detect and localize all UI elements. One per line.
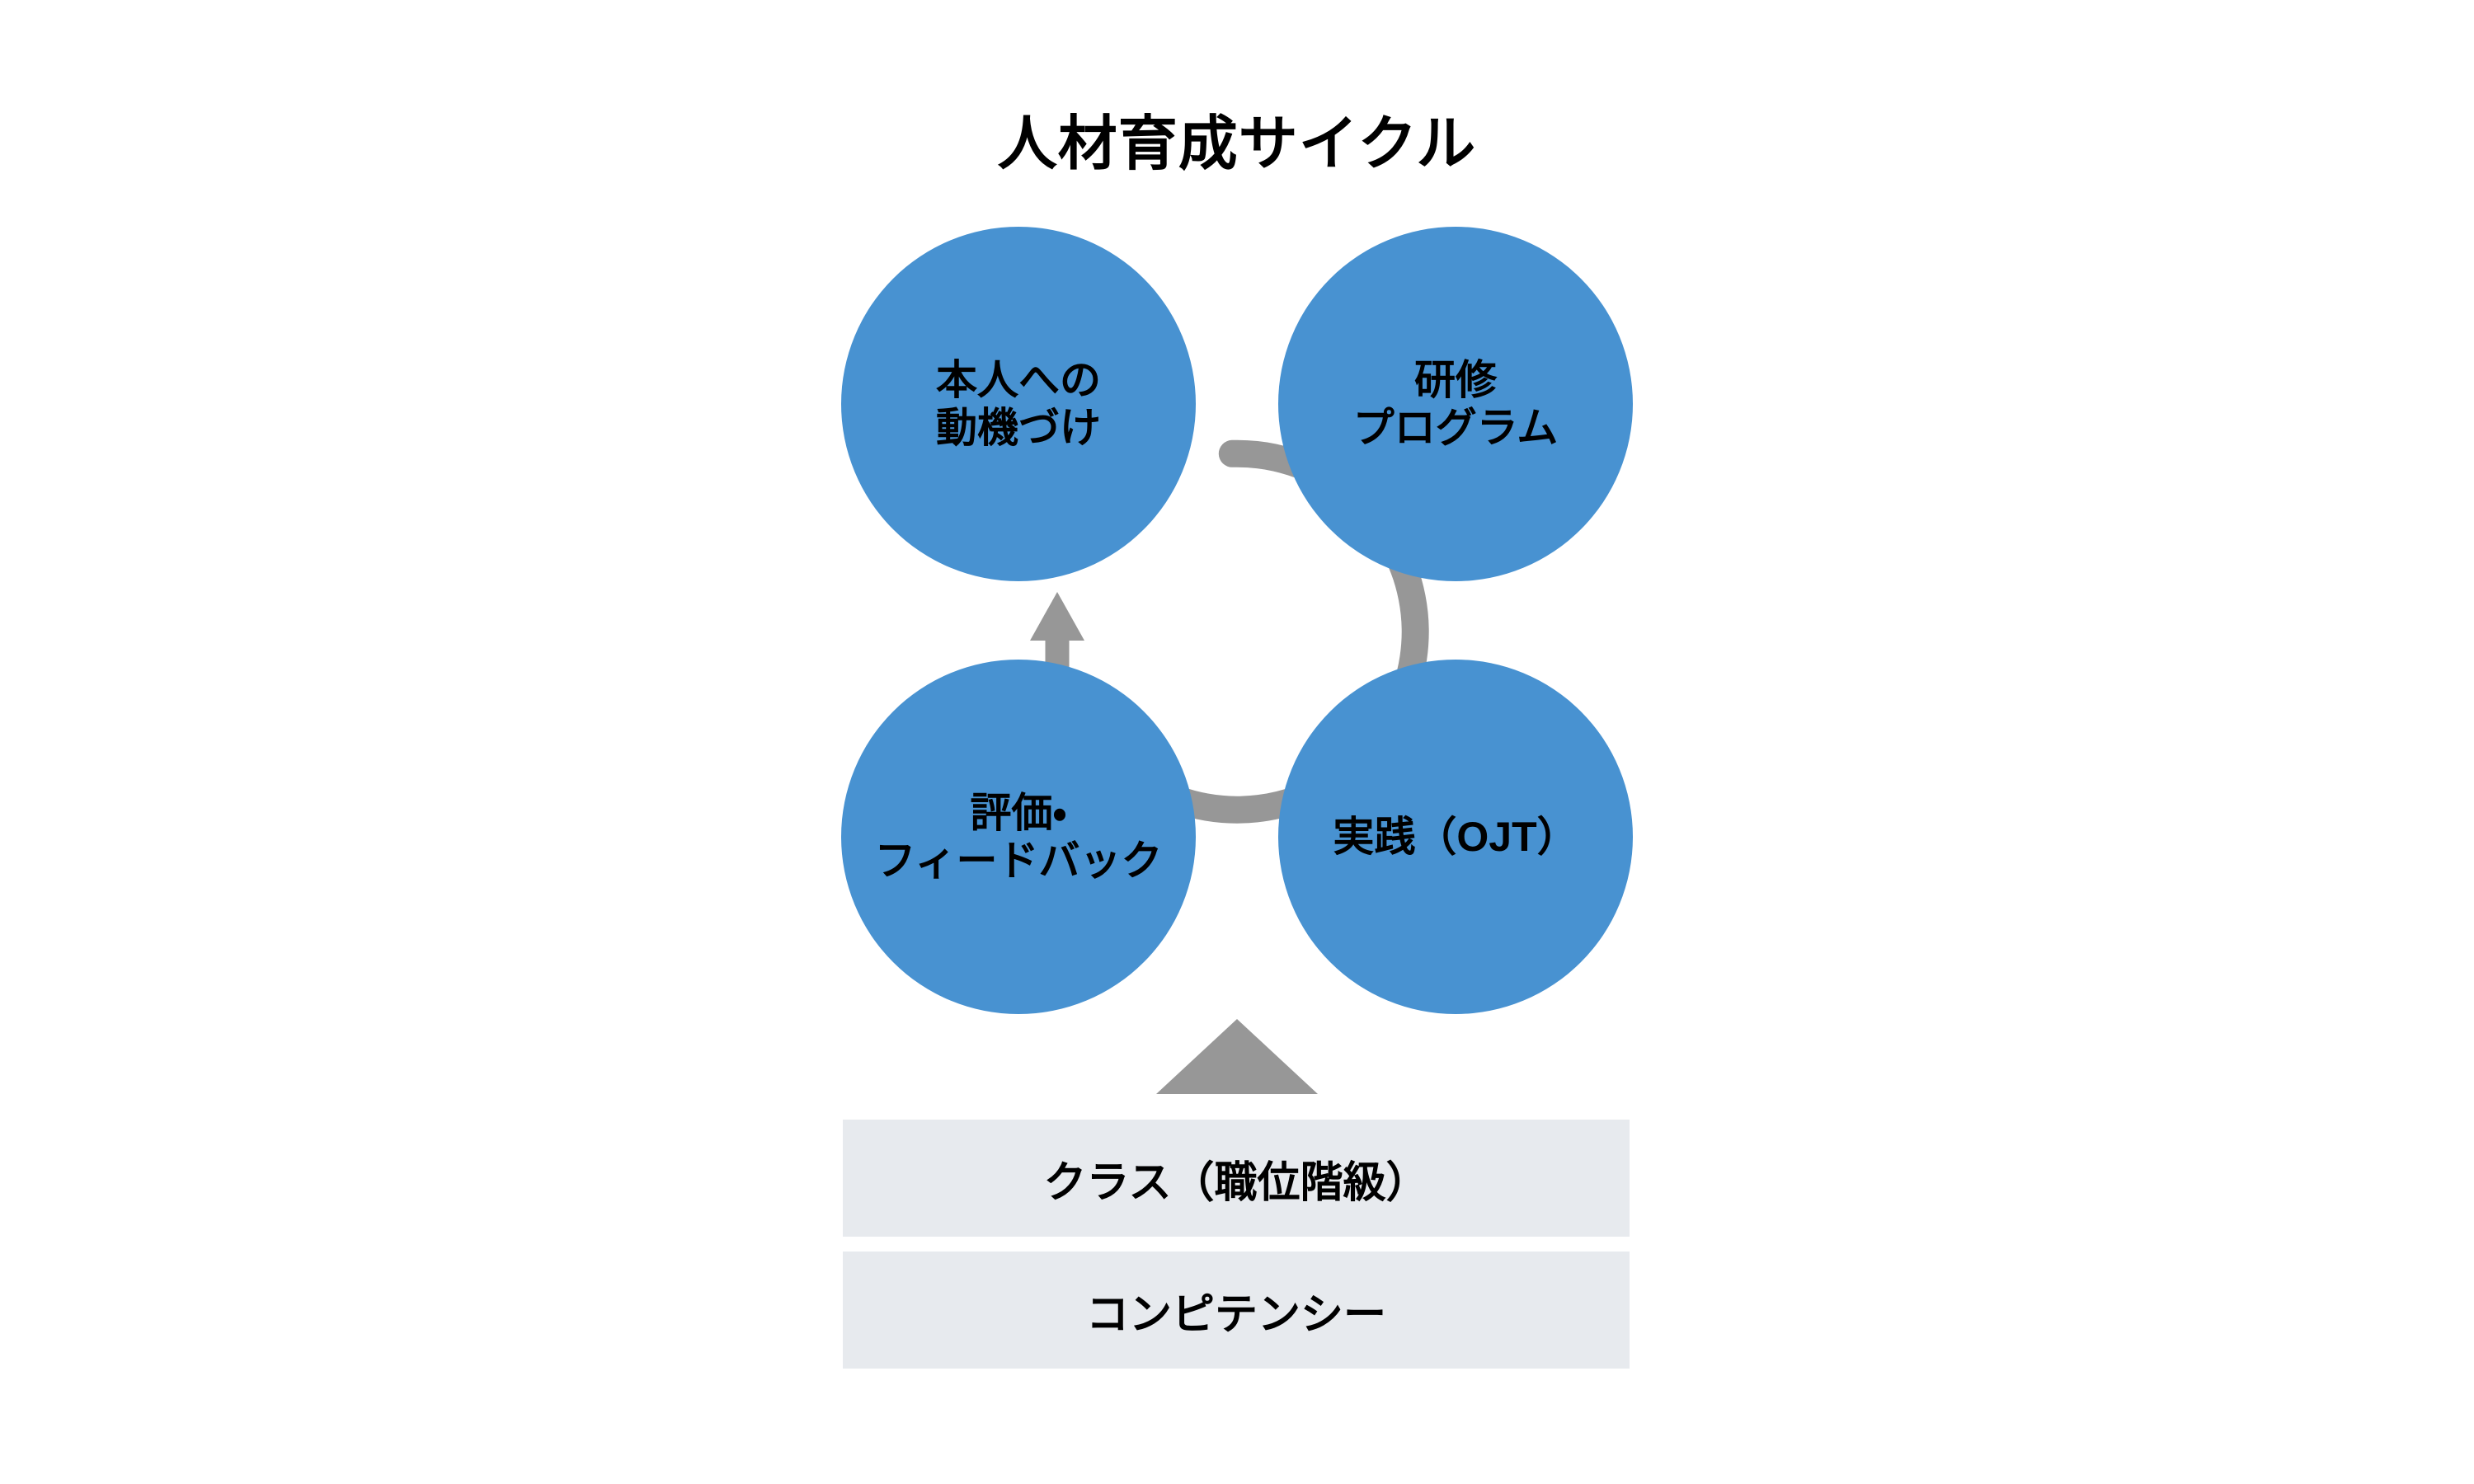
cycle-node-motivation: 本人への 動機づけ — [841, 227, 1196, 581]
node-label-line: 本人への — [936, 357, 1101, 403]
up-arrow-icon — [1030, 592, 1084, 686]
cycle-node-practice: 実践（OJT） — [1278, 660, 1633, 1014]
node-label-line: 評価・ — [970, 790, 1067, 836]
node-label-line: プログラム — [1352, 405, 1559, 451]
cycle-node-training: 研修 プログラム — [1278, 227, 1633, 581]
node-label-line: 実践（OJT） — [1333, 814, 1578, 860]
up-triangle-icon — [1156, 1019, 1318, 1094]
foundation-bar-class: クラス（職位階級） — [843, 1120, 1630, 1237]
node-label-line: 動機づけ — [936, 405, 1101, 451]
foundation-bar-label: クラス（職位階級） — [1043, 1158, 1429, 1207]
cycle-node-evaluation: 評価・ フィードバック — [841, 660, 1196, 1014]
foundation-bar-label: コンピテンシー — [1085, 1290, 1386, 1339]
foundation-bar-competency: コンピテンシー — [843, 1252, 1630, 1369]
node-label-line: 研修 — [1414, 357, 1497, 403]
node-label-line: フィードバック — [874, 838, 1163, 884]
page-title: 人材育成サイクル — [997, 111, 1477, 177]
